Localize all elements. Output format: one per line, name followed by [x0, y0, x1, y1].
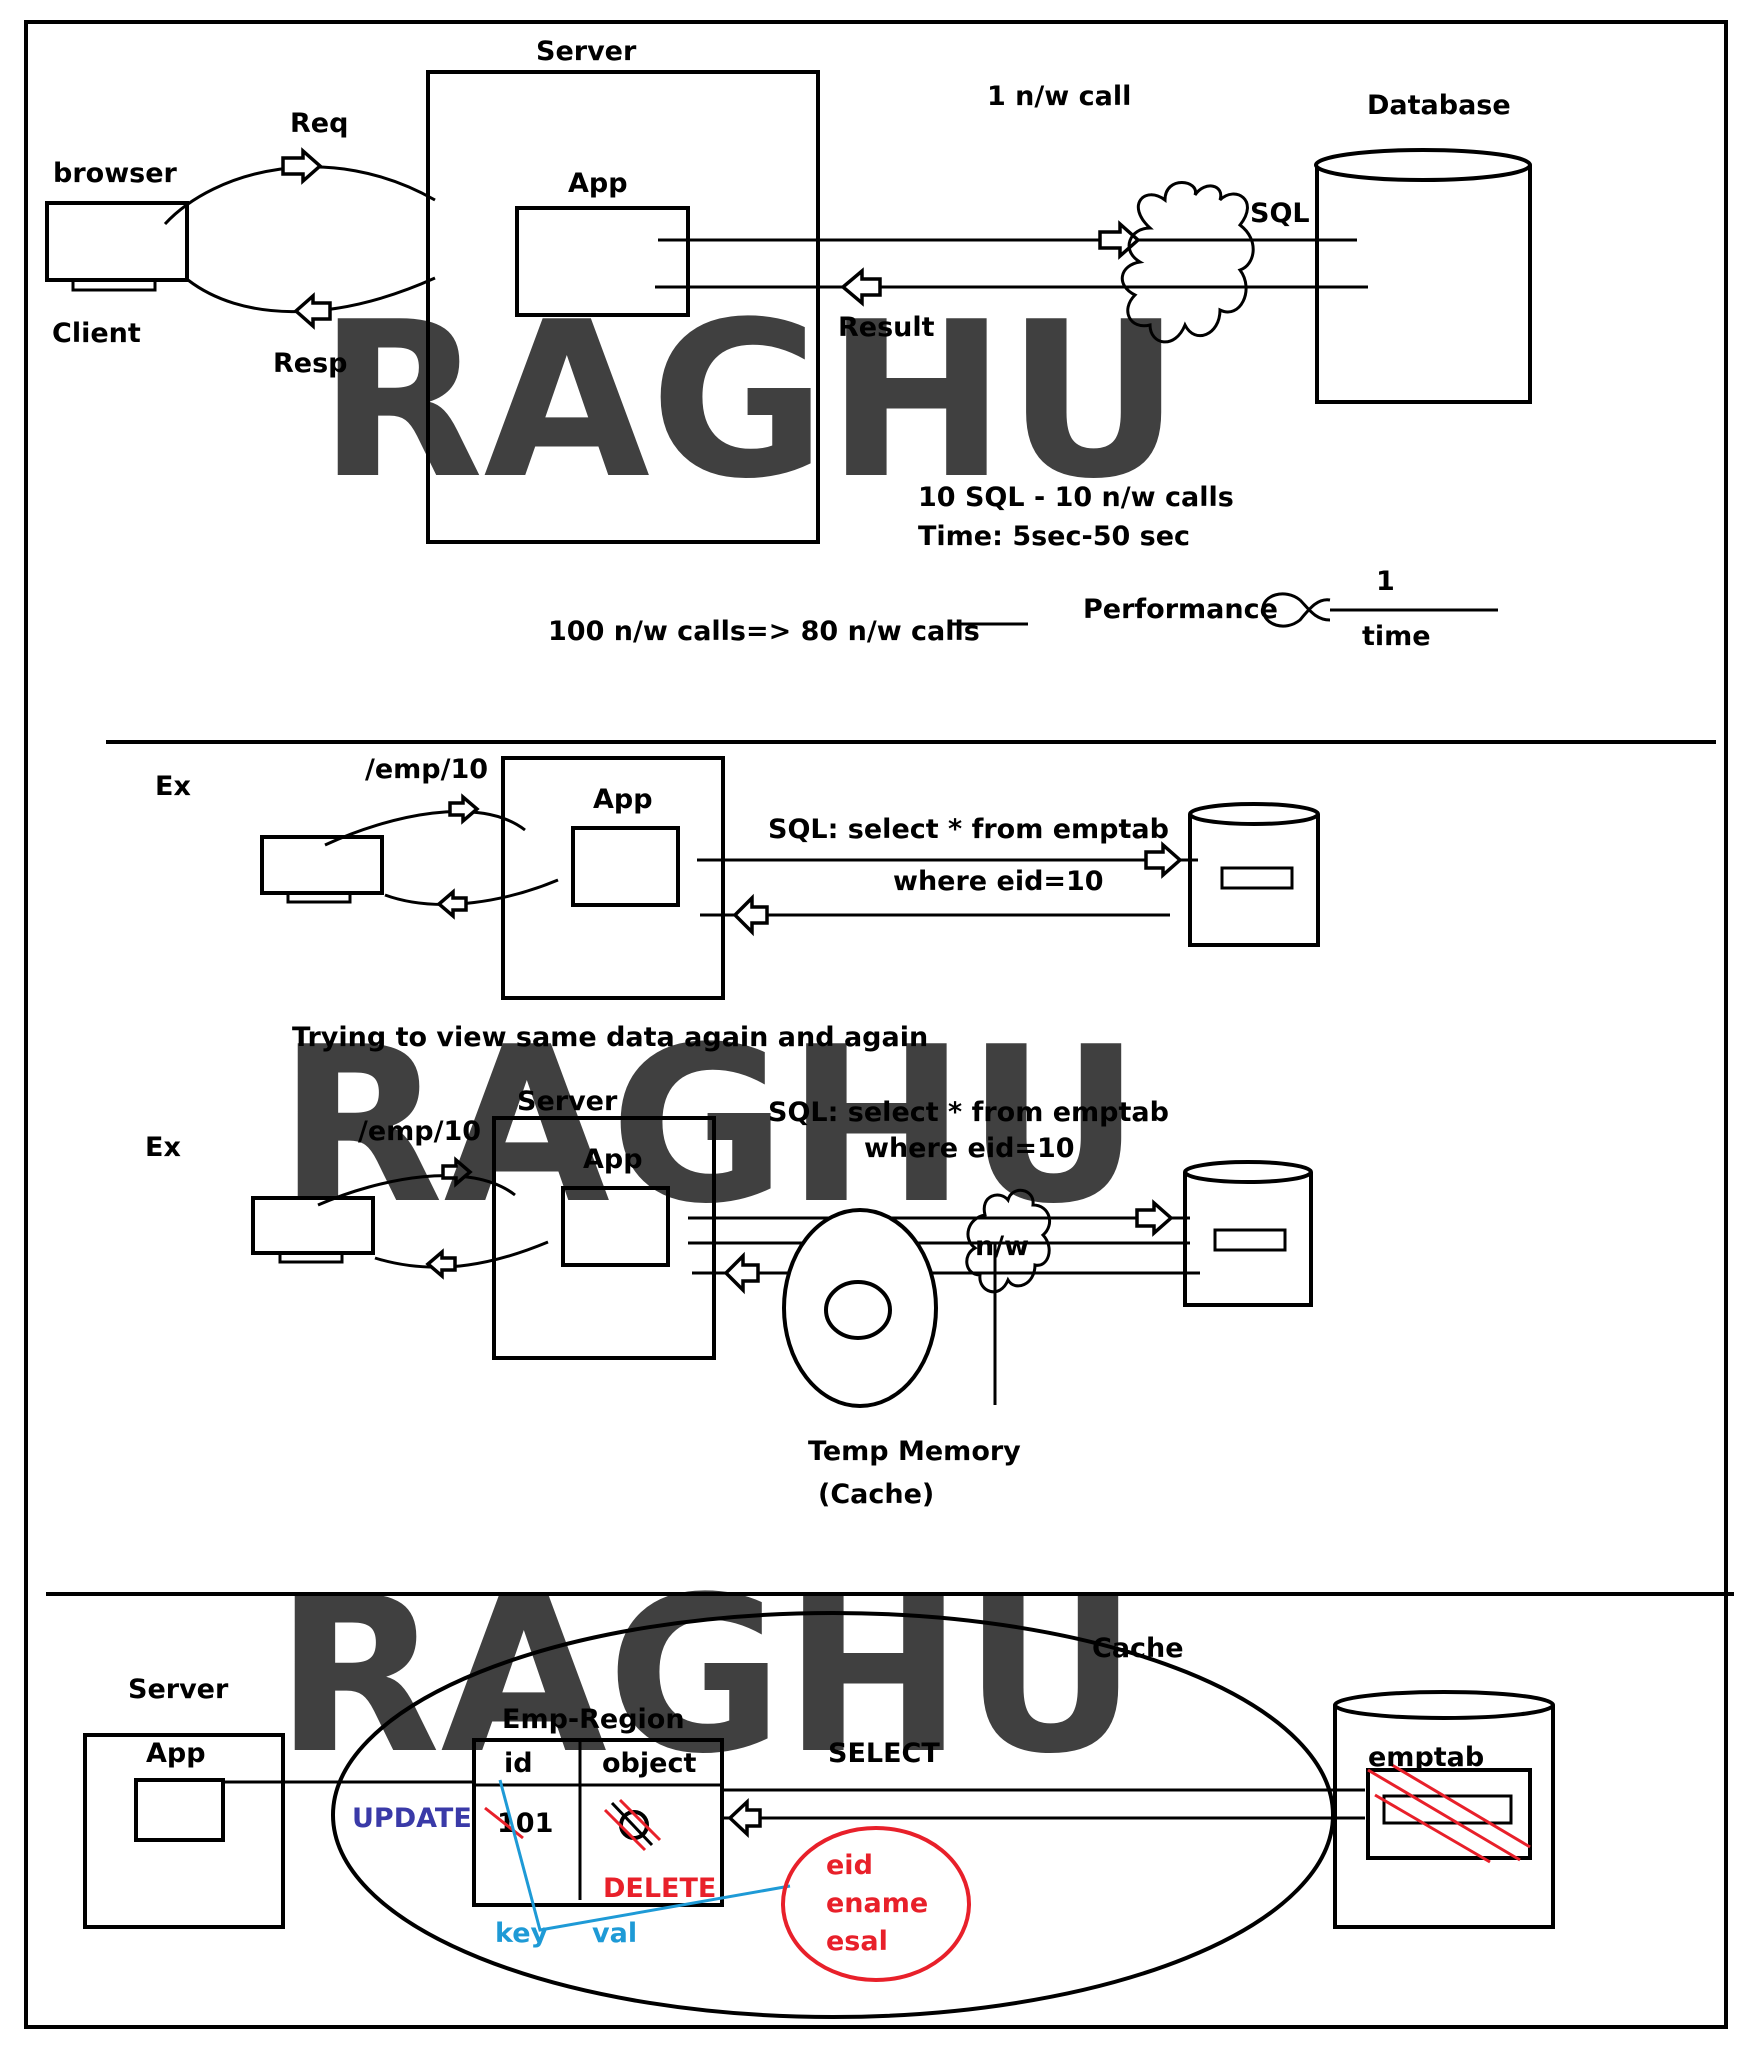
client-monitor-icon [45, 201, 189, 292]
repeat-note: Trying to view same data again and again [292, 1022, 928, 1053]
region-label: Emp-Region [502, 1704, 685, 1735]
server-label: Server [517, 1086, 618, 1117]
calls-line-1: 10 SQL - 10 n/w calls [918, 482, 1234, 513]
emptab-label: emptab [1368, 1742, 1484, 1773]
server-box [83, 1733, 285, 1929]
resp-label: Resp [273, 348, 348, 379]
app-box [134, 1778, 225, 1842]
network-cloud-icon [1121, 181, 1255, 344]
path-label: /emp/10 [358, 1116, 481, 1147]
section-cache-region: Cache Server App Emp-Region id object 10… [83, 1611, 1555, 2019]
network-cloud-icon [965, 1189, 1052, 1294]
app-box [571, 826, 680, 907]
request-curve [324, 810, 526, 847]
one-call-label: 1 n/w call [987, 81, 1131, 112]
sql-label: SQL [1250, 198, 1310, 229]
sql-arrow-icon [1144, 841, 1183, 879]
key-label: key [495, 1918, 549, 1949]
request-arrow-icon [441, 1156, 473, 1188]
select-label: SELECT [828, 1738, 940, 1769]
server-label: Server [536, 36, 637, 67]
reduce-calls-label: 100 n/w calls=> 80 n/w calls [548, 616, 980, 647]
client-monitor-icon [251, 1196, 375, 1264]
result-arrow-icon [840, 267, 882, 307]
database-label: Database [1367, 90, 1511, 121]
response-curve [384, 878, 559, 906]
result-arrow-icon [723, 1251, 760, 1295]
database-cylinder-icon [1188, 802, 1320, 947]
app-label: App [568, 168, 628, 199]
sql-arrow-icon [1098, 220, 1141, 260]
temp-memory-icon [782, 1208, 938, 1408]
sql-line-2: where eid=10 [864, 1133, 1075, 1164]
result-arrow-icon [732, 893, 769, 937]
key-val-pointer [498, 1779, 791, 1932]
temp-memory-core [824, 1280, 892, 1340]
update-label: UPDATE [352, 1803, 472, 1834]
fraction-numerator: 1 [1376, 566, 1395, 597]
cache-label: Cache [1092, 1633, 1184, 1664]
ex-label: Ex [145, 1132, 181, 1163]
performance-label: Performance [1083, 594, 1278, 625]
client-label: Client [52, 318, 141, 349]
browser-label: browser [53, 158, 178, 189]
request-arrow-icon [281, 147, 323, 185]
response-curve [187, 276, 436, 314]
section-example-2: Ex /emp/10 Server App SQL: select * from… [145, 1086, 1313, 1510]
region-table [472, 1738, 724, 1907]
server-label: Server [128, 1674, 229, 1705]
result-label: Result [838, 312, 935, 343]
server-box [492, 1116, 716, 1360]
calls-line-2: Time: 5sec-50 sec [918, 521, 1190, 552]
response-arrow-icon [293, 292, 332, 330]
proportional-icon [1261, 592, 1331, 628]
app-box [515, 206, 690, 317]
app-label: App [593, 784, 653, 815]
server-box [426, 70, 820, 544]
app-label: App [583, 1144, 643, 1175]
response-arrow-icon [425, 1248, 457, 1280]
req-label: Req [290, 108, 348, 139]
sql-line-1: SQL: select * from emptab [768, 814, 1169, 845]
object-icon [603, 1798, 662, 1852]
nw-label: n/w [975, 1231, 1029, 1262]
app-box [561, 1186, 670, 1267]
database-cylinder-icon [1333, 1690, 1555, 1929]
outer-frame [24, 20, 1728, 2029]
ex-label: Ex [155, 771, 191, 802]
temp-memory-label: Temp Memory [808, 1436, 1021, 1467]
field-esal: esal [826, 1926, 888, 1957]
sql-arrow-icon [1135, 1199, 1174, 1237]
database-cylinder-icon [1314, 148, 1532, 404]
col-id-label: id [504, 1748, 533, 1779]
col-object-label: object [602, 1748, 696, 1779]
field-ename: ename [826, 1888, 928, 1919]
watermark-1: RAGHU [318, 275, 1181, 526]
entity-circle [781, 1826, 971, 1982]
sql-line-2: where eid=10 [893, 866, 1104, 897]
field-eid: eid [826, 1850, 873, 1881]
path-label: /emp/10 [365, 754, 488, 785]
client-monitor-icon [260, 835, 384, 904]
watermark-2: RAGHU [278, 1000, 1141, 1251]
app-label: App [146, 1738, 206, 1769]
return-arrow-icon [727, 1797, 762, 1839]
request-curve [163, 165, 436, 226]
section-example-1: Ex /emp/10 App SQL: select * from emptab… [155, 754, 1320, 1053]
server-box [501, 756, 725, 1000]
watermark-3: RAGHU [275, 1550, 1138, 1801]
section-network-calls: browser Client Req Resp Server App SQL R… [45, 36, 1532, 652]
response-arrow-icon [436, 888, 468, 920]
sql-line-1: SQL: select * from emptab [768, 1097, 1169, 1128]
cache-paren-label: (Cache) [818, 1479, 934, 1510]
val-label: val [592, 1918, 637, 1949]
database-cylinder-icon [1183, 1160, 1313, 1307]
request-curve [317, 1174, 516, 1207]
fraction-denominator: time [1362, 621, 1431, 652]
response-curve [374, 1240, 549, 1269]
request-arrow-icon [448, 793, 480, 825]
id-strike [484, 1806, 524, 1840]
delete-label: DELETE [603, 1873, 716, 1904]
